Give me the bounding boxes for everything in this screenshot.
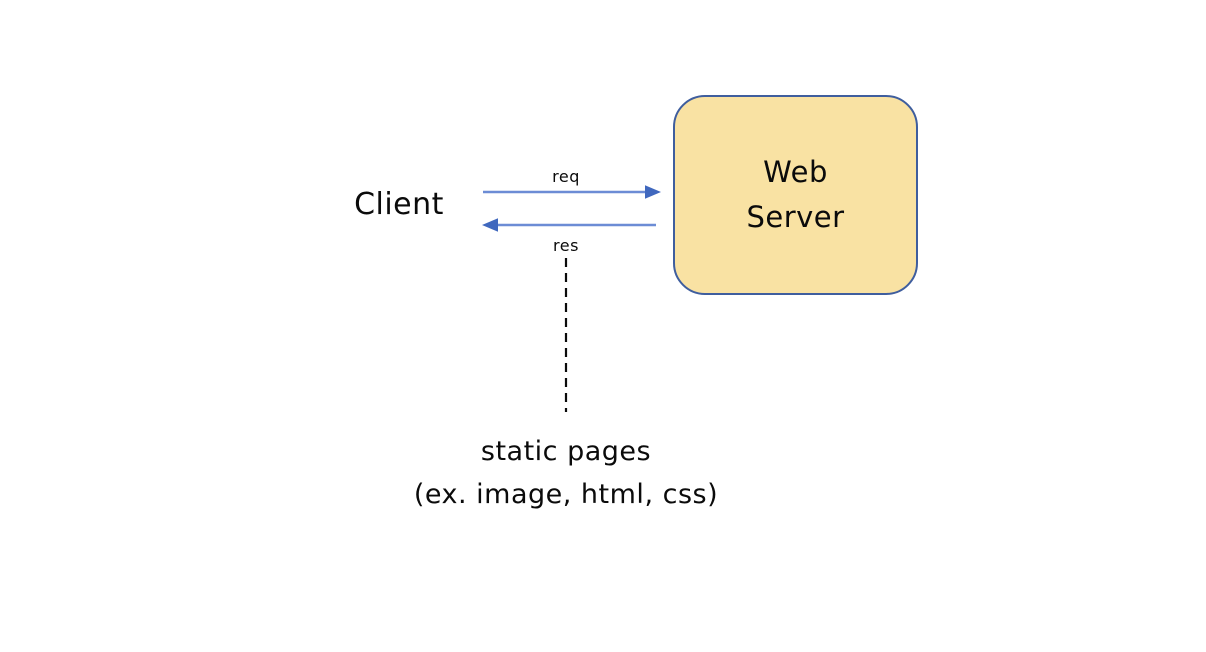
request-arrow xyxy=(483,185,661,199)
request-edge-label: req xyxy=(552,167,580,186)
web-server-label-line-1: Web xyxy=(763,155,828,189)
static-pages-caption-line-2: (ex. image, html, css) xyxy=(413,479,719,510)
response-edge-label: res xyxy=(553,236,579,255)
response-arrow xyxy=(482,218,656,232)
static-pages-caption: static pages (ex. image, html, css) xyxy=(366,430,766,516)
client-node-label: Client xyxy=(354,187,444,222)
response-arrowhead-icon xyxy=(482,218,498,232)
static-pages-caption-line-1: static pages xyxy=(480,436,652,467)
web-server-node: Web Server xyxy=(673,95,918,295)
request-arrowhead-icon xyxy=(645,185,661,199)
web-server-label-line-2: Server xyxy=(746,200,845,234)
